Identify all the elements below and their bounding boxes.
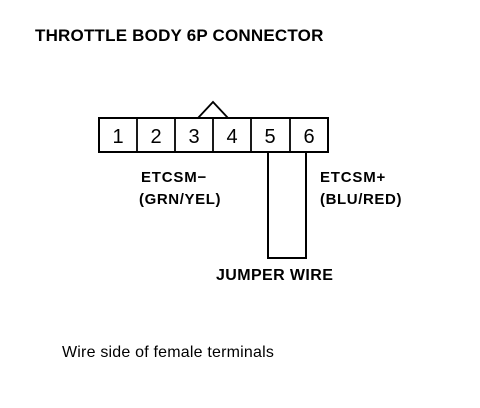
pin-number-1: 1 xyxy=(112,126,123,148)
pin-number-4: 4 xyxy=(226,126,237,148)
etcsm-plus-wire-color: (BLU/RED) xyxy=(320,191,403,208)
pin-number-6: 6 xyxy=(303,126,314,148)
jumper-wire-label: JUMPER WIRE xyxy=(216,267,334,284)
etcsm-minus-wire-color: (GRN/YEL) xyxy=(139,191,222,208)
pin-number-5: 5 xyxy=(264,126,275,148)
jumper-wire xyxy=(267,152,307,259)
etcsm-plus-label: ETCSM+ xyxy=(320,169,387,186)
connector-cavity-dividers xyxy=(136,118,291,152)
connector-lock-tab xyxy=(197,100,229,119)
etcsm-minus-label: ETCSM− xyxy=(141,169,208,186)
view-caption: Wire side of female terminals xyxy=(62,344,275,361)
pin-number-3: 3 xyxy=(188,126,199,148)
pin-number-2: 2 xyxy=(150,126,161,148)
diagram-title: THROTTLE BODY 6P CONNECTOR xyxy=(35,26,324,45)
